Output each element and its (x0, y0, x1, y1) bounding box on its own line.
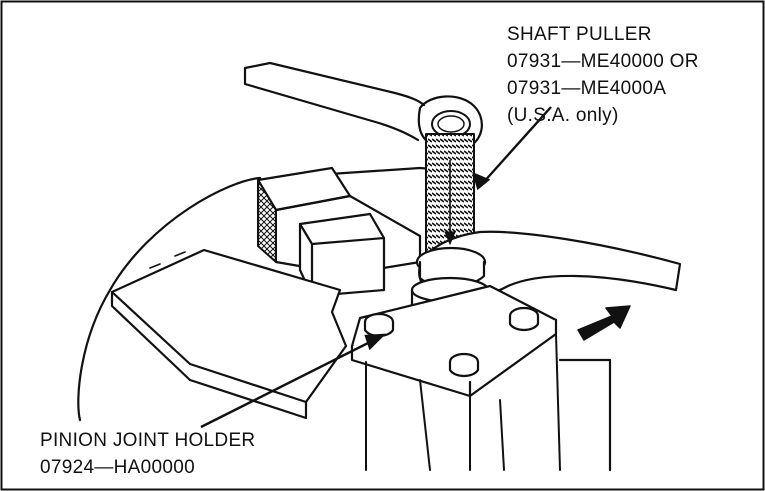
rotation-arrow (577, 305, 631, 341)
holder-bolts (363, 306, 540, 378)
shaft-puller-part-number-2: 07931—ME4000A (507, 78, 667, 99)
housing-body (365, 333, 561, 471)
pinion-joint-holder-callout: PINION JOINT HOLDER 07924—HA00000 (40, 427, 255, 481)
vise-jaw (110, 248, 348, 404)
shaft-puller-title: SHAFT PULLER (507, 24, 652, 45)
shaft-puller-note: (U.S.A. only) (507, 105, 619, 126)
shaft-puller-part-number-1: 07931—ME40000 OR (507, 51, 699, 72)
gear-housing-outline (77, 176, 262, 422)
leader-lines (200, 106, 552, 429)
pinion-joint-holder-title: PINION JOINT HOLDER (40, 430, 256, 451)
pinion-joint-holder-part-number: 07924—HA00000 (40, 457, 195, 478)
shaft-puller-callout: SHAFT PULLER 07931—ME40000 OR 07931—ME40… (507, 21, 699, 129)
upper-wrench (243, 61, 426, 142)
